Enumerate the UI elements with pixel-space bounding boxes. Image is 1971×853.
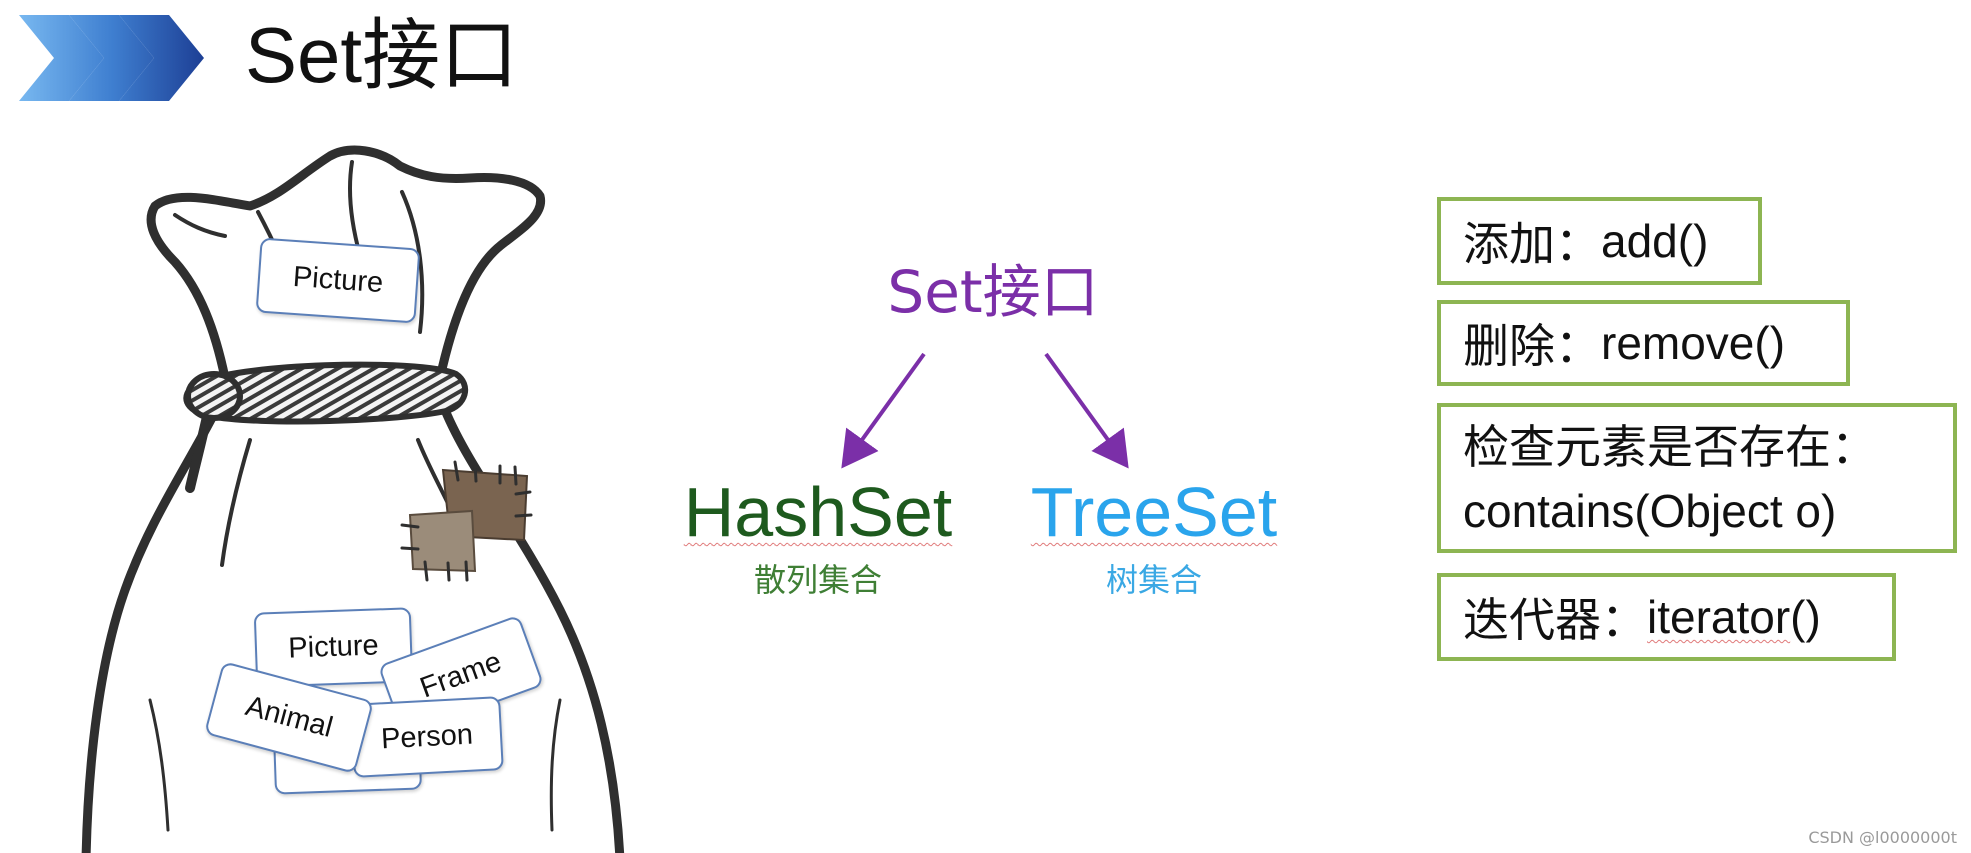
method-box-iterator: 迭代器：iterator() <box>1437 573 1896 661</box>
method-box-add: 添加：add() <box>1437 197 1762 285</box>
hashset-subtitle: 散列集合 <box>753 561 882 599</box>
page-title: Set接口 <box>245 11 519 99</box>
treeset-subtitle: 树集合 <box>1105 561 1202 599</box>
watermark: CSDN @l0000000t <box>1808 828 1957 847</box>
chevron-1 <box>19 15 104 101</box>
treeset-label: TreeSet <box>1030 473 1278 551</box>
method-add-name: 添加： <box>1463 218 1601 270</box>
rope-knot <box>185 371 243 421</box>
arrow-to-hashset <box>841 352 926 469</box>
diagram-node-treeset: TreeSet 树集合 <box>1004 470 1304 600</box>
card-picture-top: Picture <box>255 237 421 324</box>
method-contains-call: contains(Object o) <box>1463 485 1837 537</box>
method-contains-name: 检查元素是否存在： <box>1463 421 1877 473</box>
hashset-label: HashSet <box>683 473 953 551</box>
method-remove-call: remove() <box>1601 317 1786 369</box>
method-box-remove: 删除：remove() <box>1437 300 1850 386</box>
neck-fold-4 <box>173 213 227 238</box>
card-person: Person <box>350 696 504 778</box>
arrow-to-treeset <box>1044 352 1129 469</box>
method-add-call: add() <box>1601 215 1709 267</box>
method-iterator-suffix: () <box>1790 591 1821 643</box>
method-remove-name: 删除： <box>1463 320 1601 372</box>
sack-wrinkle-3 <box>148 698 170 832</box>
sack-wrinkle-4 <box>549 698 562 832</box>
diagram-node-hashset: HashSet 散列集合 <box>668 470 968 600</box>
patch-stitches <box>400 460 533 582</box>
neck-fold-3 <box>400 190 425 334</box>
chevron-2 <box>69 15 154 101</box>
patch-light <box>408 509 477 573</box>
chevron-3 <box>119 15 204 101</box>
method-iterator-name: 迭代器： <box>1463 594 1647 646</box>
chevron-arrows-icon <box>19 15 204 101</box>
method-box-contains: 检查元素是否存在： contains(Object o) <box>1437 403 1957 553</box>
diagram-root-label: Set接口 <box>887 258 1099 326</box>
sack-wrinkle-1 <box>220 438 252 567</box>
diagram-arrows <box>841 352 1129 469</box>
method-iterator-call: iterator <box>1647 591 1791 643</box>
